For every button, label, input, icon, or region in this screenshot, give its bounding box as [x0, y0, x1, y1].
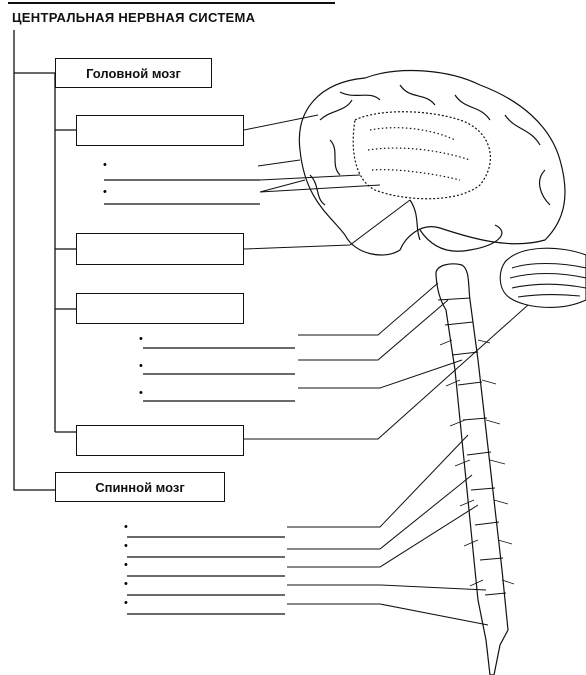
blank-box-4-label	[77, 426, 243, 455]
blank-box-2[interactable]	[76, 233, 244, 265]
tree-main-line	[14, 30, 55, 490]
blank-box-1[interactable]	[76, 115, 244, 146]
bullet: •	[139, 333, 143, 345]
bullet: •	[139, 360, 143, 372]
spinal-box: Спинной мозг	[55, 472, 225, 502]
brain-label: Головной мозг	[56, 59, 211, 87]
blank-box-1-label	[77, 116, 243, 145]
bullet: •	[124, 540, 128, 552]
spinal-label: Спинной мозг	[56, 473, 224, 501]
spinal-cord-illustration	[436, 264, 514, 675]
bullet: •	[124, 559, 128, 571]
blank-box-3-label	[77, 294, 243, 323]
pointer-lines	[244, 115, 528, 625]
blank-box-2-label	[77, 234, 243, 264]
bullet: •	[103, 159, 107, 171]
bullet: •	[139, 387, 143, 399]
brain-box: Головной мозг	[55, 58, 212, 88]
cerebellum-illustration	[500, 248, 586, 307]
page-title: ЦЕНТРАЛЬНАЯ НЕРВНАЯ СИСТЕМА	[12, 10, 255, 25]
bullet: •	[124, 521, 128, 533]
blank-box-4[interactable]	[76, 425, 244, 456]
brain-illustration	[299, 71, 565, 255]
bullet: •	[103, 186, 107, 198]
bullet: •	[124, 597, 128, 609]
bullet: •	[124, 578, 128, 590]
blank-box-3[interactable]	[76, 293, 244, 324]
